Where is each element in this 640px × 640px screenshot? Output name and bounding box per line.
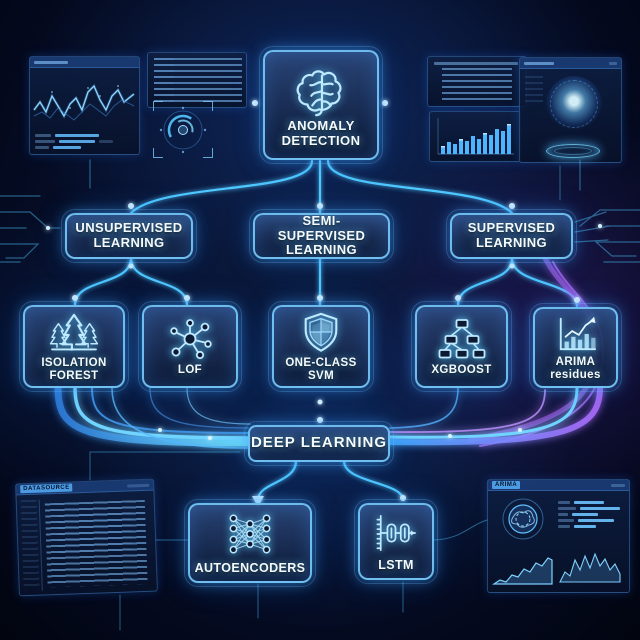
brain-icon [290,61,352,119]
log-readout-panel [147,52,247,108]
node-autoencoders: AUTOENCODERS [184,499,316,587]
stat-rows [558,498,624,528]
log-lines [154,58,242,102]
node-lstm: LSTM [354,499,438,584]
waveform-chart [32,83,135,121]
node-one-class-svm: ONE-CLASS SVM [268,301,374,392]
misc-traces [89,165,561,631]
junction-dots [46,100,602,501]
circuit-traces-left [0,159,91,263]
node-lof: LOF [138,301,242,392]
node-isolation-forest: ISOLATION FOREST [19,301,129,392]
sequence-cells-icon [372,512,420,554]
arrowhead [252,496,264,507]
node-anomaly-detection: ANOMALY DETECTION [259,46,383,164]
panel-titlebar [520,58,621,69]
node-label: AUTOENCODERS [194,561,306,575]
node-xgboost: XGBOOST [411,301,512,392]
node-supervised-learning: SUPERVISED LEARNING [446,209,577,263]
node-arima-residues: ARIMA residues [529,303,622,392]
ascending-bar-chart [437,118,514,155]
legend-row [35,140,134,143]
radar-brain-icon [502,498,544,540]
dashboard-panel: ARIMA [487,479,630,593]
spiky-area-chart [559,552,621,583]
hub-to-level4 [256,459,405,502]
legend-row [35,134,134,137]
node-deep-learning: DEEP LEARNING [244,421,394,466]
panel-titlebar: ARIMA [488,480,629,491]
node-label: XGBOOST [431,363,492,376]
pine-trees-icon [46,310,102,354]
gauge-dial-icon [159,106,207,154]
node-label: ANOMALY DETECTION [281,118,361,148]
level2-to-level3 [73,256,579,309]
decision-tree-icon [438,317,486,361]
shield-icon [298,310,344,354]
node-label: ARIMA residues [550,356,601,381]
node-label: SEMI-SUPERVISED LEARNING [277,213,366,258]
holo-platform [546,144,600,158]
bar-chart-panel [429,111,521,162]
hologram-panel [519,57,622,163]
left-cable-bundle [54,384,252,449]
node-label: DEEP LEARNING [250,434,388,452]
node-label: LSTM [378,557,414,572]
circuit-traces-right [574,159,640,263]
node-label: LOF [177,363,203,376]
outlier-graph-icon [166,317,214,361]
circular-gauge [153,101,213,158]
node-label: SUPERVISED LEARNING [467,220,556,250]
trend-chart-icon [553,313,599,353]
node-label: ONE-CLASS SVM [285,357,357,382]
neural-network-icon [221,511,279,557]
growth-area-chart [492,557,553,585]
node-label: UNSUPERVISED LEARNING [75,220,183,250]
legend-row [35,146,134,149]
code-readout-panel [427,56,527,107]
dashboard-title: ARIMA [492,481,521,489]
panel-titlebar [30,57,139,68]
node-label: ISOLATION FOREST [41,357,107,382]
code-lines [442,68,512,104]
waveform-monitor-panel [29,56,140,155]
node-semi-supervised-learning: SEMI-SUPERVISED LEARNING [249,209,394,263]
node-unsupervised-learning: UNSUPERVISED LEARNING [61,209,197,263]
right-cable-bundle [385,385,603,446]
